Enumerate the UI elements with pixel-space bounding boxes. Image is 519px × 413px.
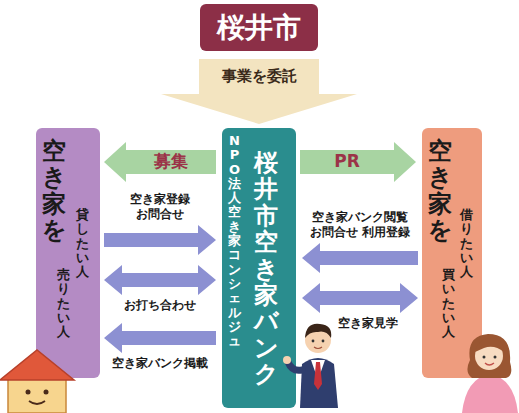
flow-arrow [104,323,216,353]
operator-name: NPO法人空き家コンシェルジュ [228,134,241,348]
flow-arrow [104,225,216,255]
arrow-label: 募集 [152,151,190,172]
flow-arrow [300,142,416,182]
user-type: 買いたい人 [442,268,455,339]
flow-arrow [104,265,216,295]
user-box: 空き家を借りたい人買いたい人 [422,128,482,378]
bank-box: NPO法人空き家コンシェルジュ桜井市空き家バンク [222,128,296,408]
city-name: 桜井市 [217,9,301,47]
owner-type: 売りたい人 [57,268,70,339]
house-illustration [0,350,74,413]
arrow-label: 空き家バンク掲載 [110,356,210,371]
flow-arrow [302,283,418,313]
arrow-label: PR [332,151,362,172]
city-box: 桜井市 [200,4,318,51]
owner-box: 空き家を貸したい人売りたい人 [36,128,100,378]
arrow-label: 空き家見学 [336,316,400,331]
staff-man-illustration [283,324,338,408]
arrow-label: お打ち合わせ [122,298,198,313]
owner-heading: 空き家を [42,138,66,244]
flow-arrow [104,142,216,182]
visitor-woman-illustration [462,334,518,413]
flow-arrow [302,243,418,273]
arrow-label: 空き家登録 お問合せ [119,192,201,222]
arrow-label: 空き家バンク閲覧 お問合せ 利用登録 [306,210,414,240]
arrow-label: 事業を委託 [220,67,299,86]
bank-name: 桜井市空き家バンク [254,150,278,388]
user-type: 借りたい人 [460,208,473,279]
owner-type: 貸したい人 [76,208,89,279]
commission-arrow [161,59,357,124]
user-heading: 空き家を [428,138,452,244]
